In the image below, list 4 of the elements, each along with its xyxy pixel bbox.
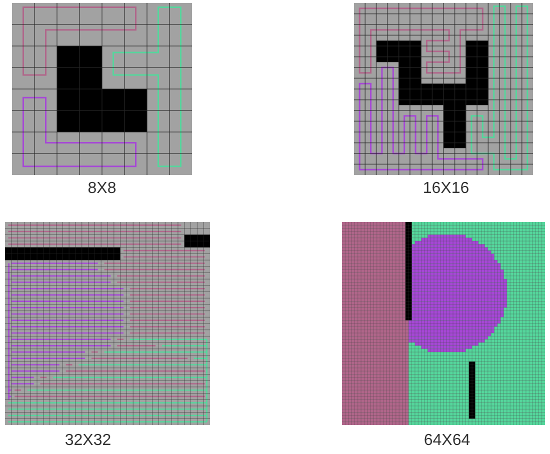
grid-size-label: 16X16 — [422, 180, 470, 198]
grid-size-label: 64X64 — [424, 432, 470, 450]
grid-size-label: 8X8 — [88, 180, 116, 198]
grid-size-label: 32X32 — [64, 432, 112, 450]
